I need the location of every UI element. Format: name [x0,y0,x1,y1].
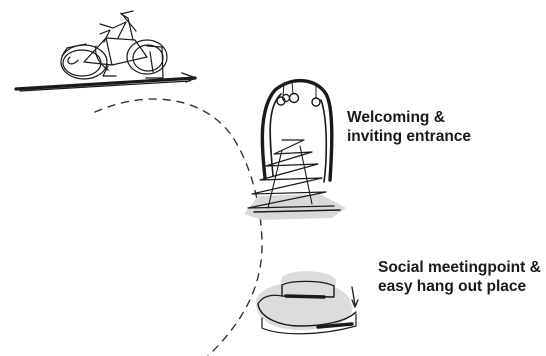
entrance-annotation-line2: inviting entrance [347,127,471,146]
dashed-path [95,99,262,356]
archway-sketch-icon [244,81,346,220]
meetingpoint-annotation-line1: Social meetingpoint & [378,258,541,277]
entrance-annotation-line1: Welcoming & [347,108,471,127]
seating-sketch-icon [256,271,358,334]
meetingpoint-annotation-line2: easy hang out place [378,277,541,296]
bicycle-sketch-icon [16,11,196,91]
entrance-annotation: Welcoming & inviting entrance [347,108,471,146]
meetingpoint-annotation: Social meetingpoint & easy hang out plac… [378,258,541,296]
